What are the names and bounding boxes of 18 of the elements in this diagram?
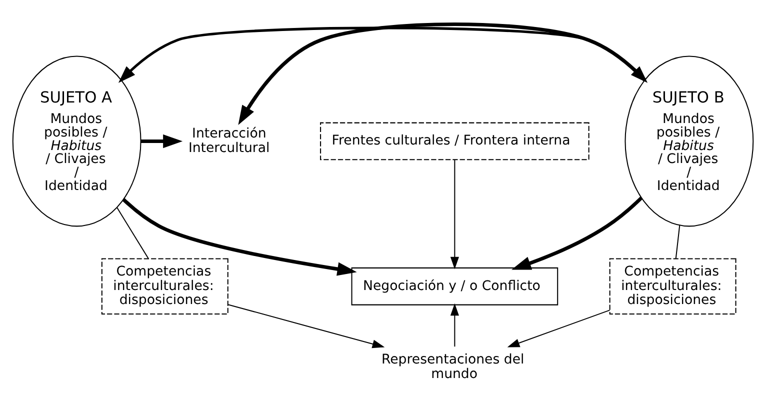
node-box: Competencias interculturales: disposiciones <box>608 258 736 314</box>
arrow <box>238 22 646 125</box>
node-ellipse: SUJETO B Mundos posibles / Habitus / Clivajes / Identidad <box>624 55 754 226</box>
arrow <box>140 134 182 148</box>
node-box: Competencias interculturales: disposiciones <box>100 258 228 314</box>
connector <box>674 224 680 258</box>
arrow <box>122 198 356 276</box>
arrow <box>450 159 458 269</box>
arrow <box>511 196 642 270</box>
node-text: Representaciones del mundo <box>380 352 524 382</box>
connector <box>116 206 148 258</box>
node-ellipse: SUJETO A Mundos posibles / Habitus / Clivajes / Identidad <box>12 55 141 226</box>
arrow <box>506 309 610 347</box>
node-text: Interacción Intercultural <box>188 126 270 156</box>
node-box: Negociación y / o Conflicto <box>350 266 558 305</box>
arrow <box>227 304 384 348</box>
arrow <box>450 302 458 346</box>
node-box: Frentes culturales / Frontera interna <box>320 122 589 160</box>
